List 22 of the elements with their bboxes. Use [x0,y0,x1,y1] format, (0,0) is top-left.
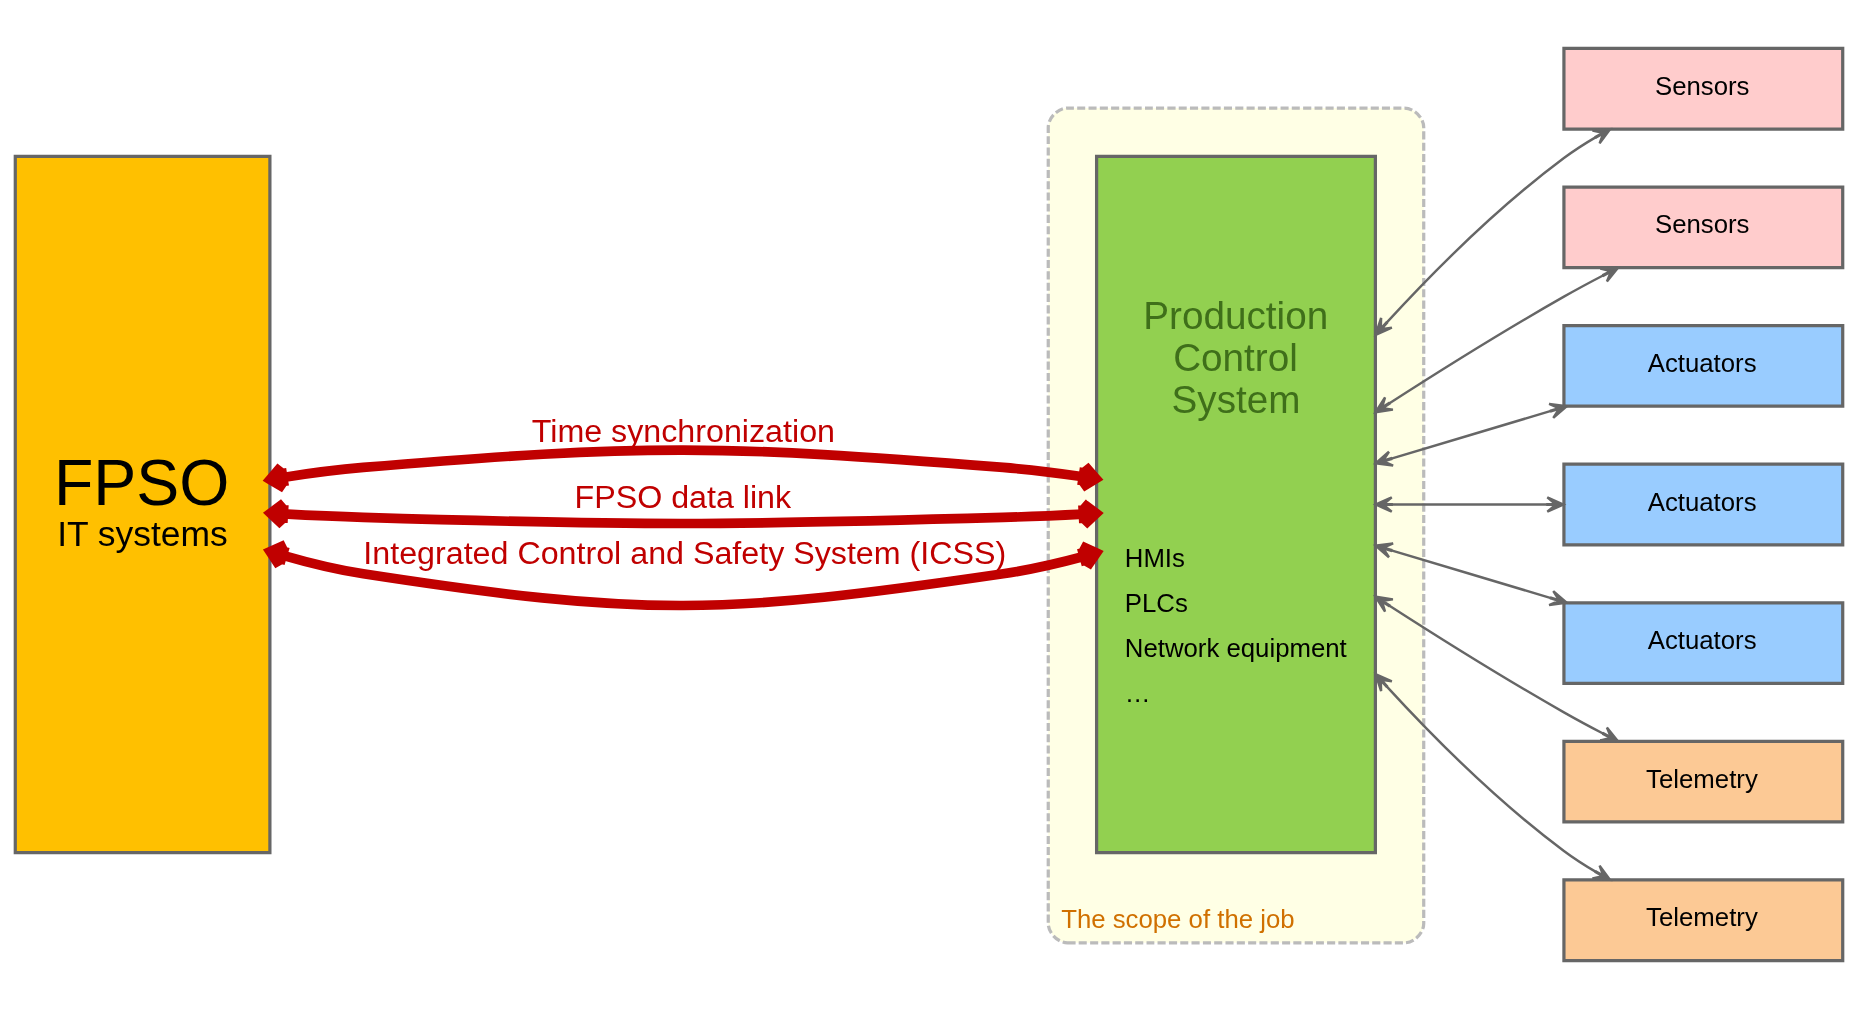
arrow [1374,542,1568,607]
arrow [265,539,1102,611]
arrow [1374,496,1565,513]
node-box: FPSO IT systems [13,154,272,855]
node-box: Production Control System HMIs PLCs Network equipment … [1095,154,1377,855]
node-box: Actuators [1562,462,1845,547]
arrow [265,498,1102,530]
edge-label: FPSO data link [574,478,792,515]
arrow [1374,595,1620,743]
arrow [265,445,1101,494]
node-box: Telemetry [1562,739,1845,824]
node-box: Telemetry [1562,878,1845,963]
arrow [1374,402,1568,467]
arrow [1374,673,1612,882]
node-box: Sensors [1562,46,1845,131]
edge-label: Time synchronization [531,412,835,449]
node-box: Sensors [1562,185,1845,270]
edge-label: Integrated Control and Safety System (ICSS) [363,535,1007,572]
arrow [1374,127,1612,336]
node-box: Actuators [1562,324,1845,408]
arrow [1374,266,1620,414]
node-box: Actuators [1562,601,1845,685]
